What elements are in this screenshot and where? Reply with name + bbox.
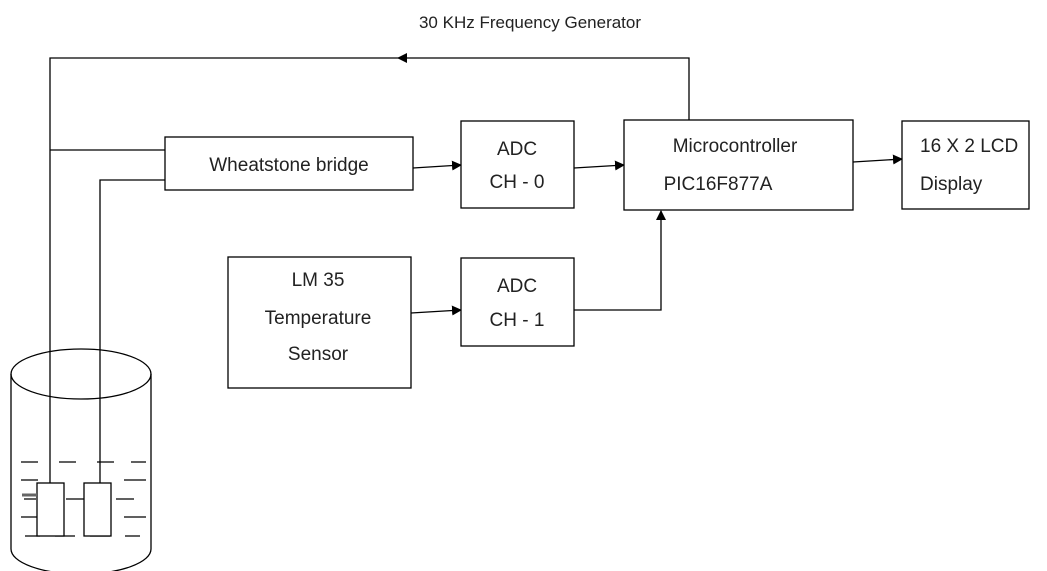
lm35-line3: Sensor — [288, 344, 349, 365]
microcontroller-line2: PIC16F877A — [664, 174, 773, 195]
adc-ch1-line1: ADC — [497, 276, 537, 297]
adc-ch0-line1: ADC — [497, 139, 537, 160]
adc-ch1-line2: CH - 1 — [490, 310, 545, 331]
adc0-to-mcu-arrow — [573, 160, 625, 171]
lm35-sensor-block — [227, 256, 412, 389]
freq-generator-line — [49, 57, 398, 453]
adc-ch1-block — [460, 257, 575, 347]
wheatstone-bridge-block — [164, 136, 414, 191]
adc-ch0-line2: CH - 0 — [490, 172, 545, 193]
lm35-line2: Temperature — [265, 308, 372, 329]
microcontroller-line1: Microcontroller — [673, 136, 798, 157]
lcd-line2: Display — [920, 174, 983, 195]
microcontroller-block — [623, 119, 854, 211]
freq-generator-arrow — [397, 53, 690, 120]
electrode-wire-2 — [99, 179, 165, 455]
lm35-to-adc1-arrow — [410, 305, 462, 316]
adc1-to-mcu-arrow — [574, 210, 666, 311]
mcu-to-lcd-arrow — [852, 154, 903, 165]
wheatstone-to-adc0-arrow — [412, 160, 462, 171]
lcd-display-block — [901, 120, 1030, 210]
lcd-line1: 16 X 2 LCD — [920, 136, 1018, 157]
adc-ch0-block — [460, 120, 575, 209]
beaker-icon — [10, 348, 152, 571]
wheatstone-bridge-label: Wheatstone bridge — [209, 155, 369, 176]
frequency-generator-label: 30 KHz Frequency Generator — [419, 13, 641, 32]
lm35-line1: LM 35 — [292, 270, 345, 291]
